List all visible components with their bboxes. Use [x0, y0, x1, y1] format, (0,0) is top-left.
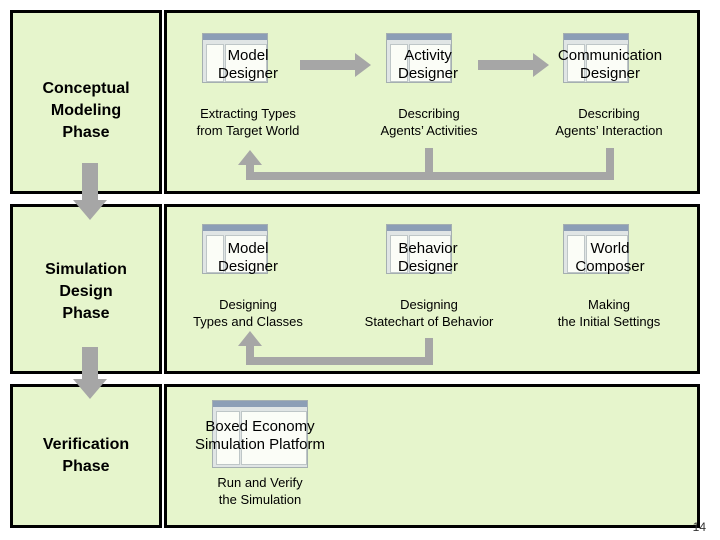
model-designer-screenshot	[202, 33, 268, 83]
model-designer-desc-2: Designing Types and Classes	[193, 297, 303, 329]
boxed-economy-screenshot	[212, 400, 308, 468]
model-designer-screenshot-2	[202, 224, 268, 274]
down-arrow-2	[73, 347, 107, 399]
conceptual-phase-label: Conceptual Modeling Phase	[42, 80, 130, 141]
verification-phase-label: Verification Phase	[42, 436, 130, 475]
communication-designer-desc: Describing Agents’ Interaction	[555, 106, 663, 138]
arrow-activity-to-communication	[478, 53, 549, 77]
arrow-model-to-activity	[300, 53, 371, 77]
page-number: 14	[692, 520, 706, 534]
model-designer-title-2: Model Designer	[217, 240, 279, 275]
boxed-economy-title: Boxed Economy Simulation Platform	[194, 418, 326, 453]
communication-designer-title: Communication Designer	[557, 47, 663, 82]
feedback-loop-conceptual	[238, 148, 614, 180]
activity-designer-title: Activity Designer	[397, 47, 459, 82]
world-composer-screenshot	[563, 224, 629, 274]
model-designer-desc: Extracting Types from Target World	[196, 106, 300, 138]
activity-designer-desc: Describing Agents’ Activities	[380, 106, 478, 138]
communication-designer-screenshot	[563, 33, 629, 83]
world-composer-desc: Making the Initial Settings	[557, 297, 661, 329]
simulation-phase-label: Simulation Design Phase	[45, 261, 127, 322]
boxed-economy-desc: Run and Verify the Simulation	[217, 475, 303, 507]
feedback-loop-simulation	[238, 331, 433, 365]
behavior-designer-desc: Designing Statechart of Behavior	[364, 297, 494, 329]
behavior-designer-title: Behavior Designer	[397, 240, 459, 275]
model-designer-title: Model Designer	[217, 47, 279, 82]
behavior-designer-screenshot	[386, 224, 452, 274]
activity-designer-screenshot	[386, 33, 452, 83]
feedback-connector-activity	[425, 148, 433, 172]
world-composer-title: World Composer	[575, 240, 645, 275]
down-arrow-1	[73, 163, 107, 220]
